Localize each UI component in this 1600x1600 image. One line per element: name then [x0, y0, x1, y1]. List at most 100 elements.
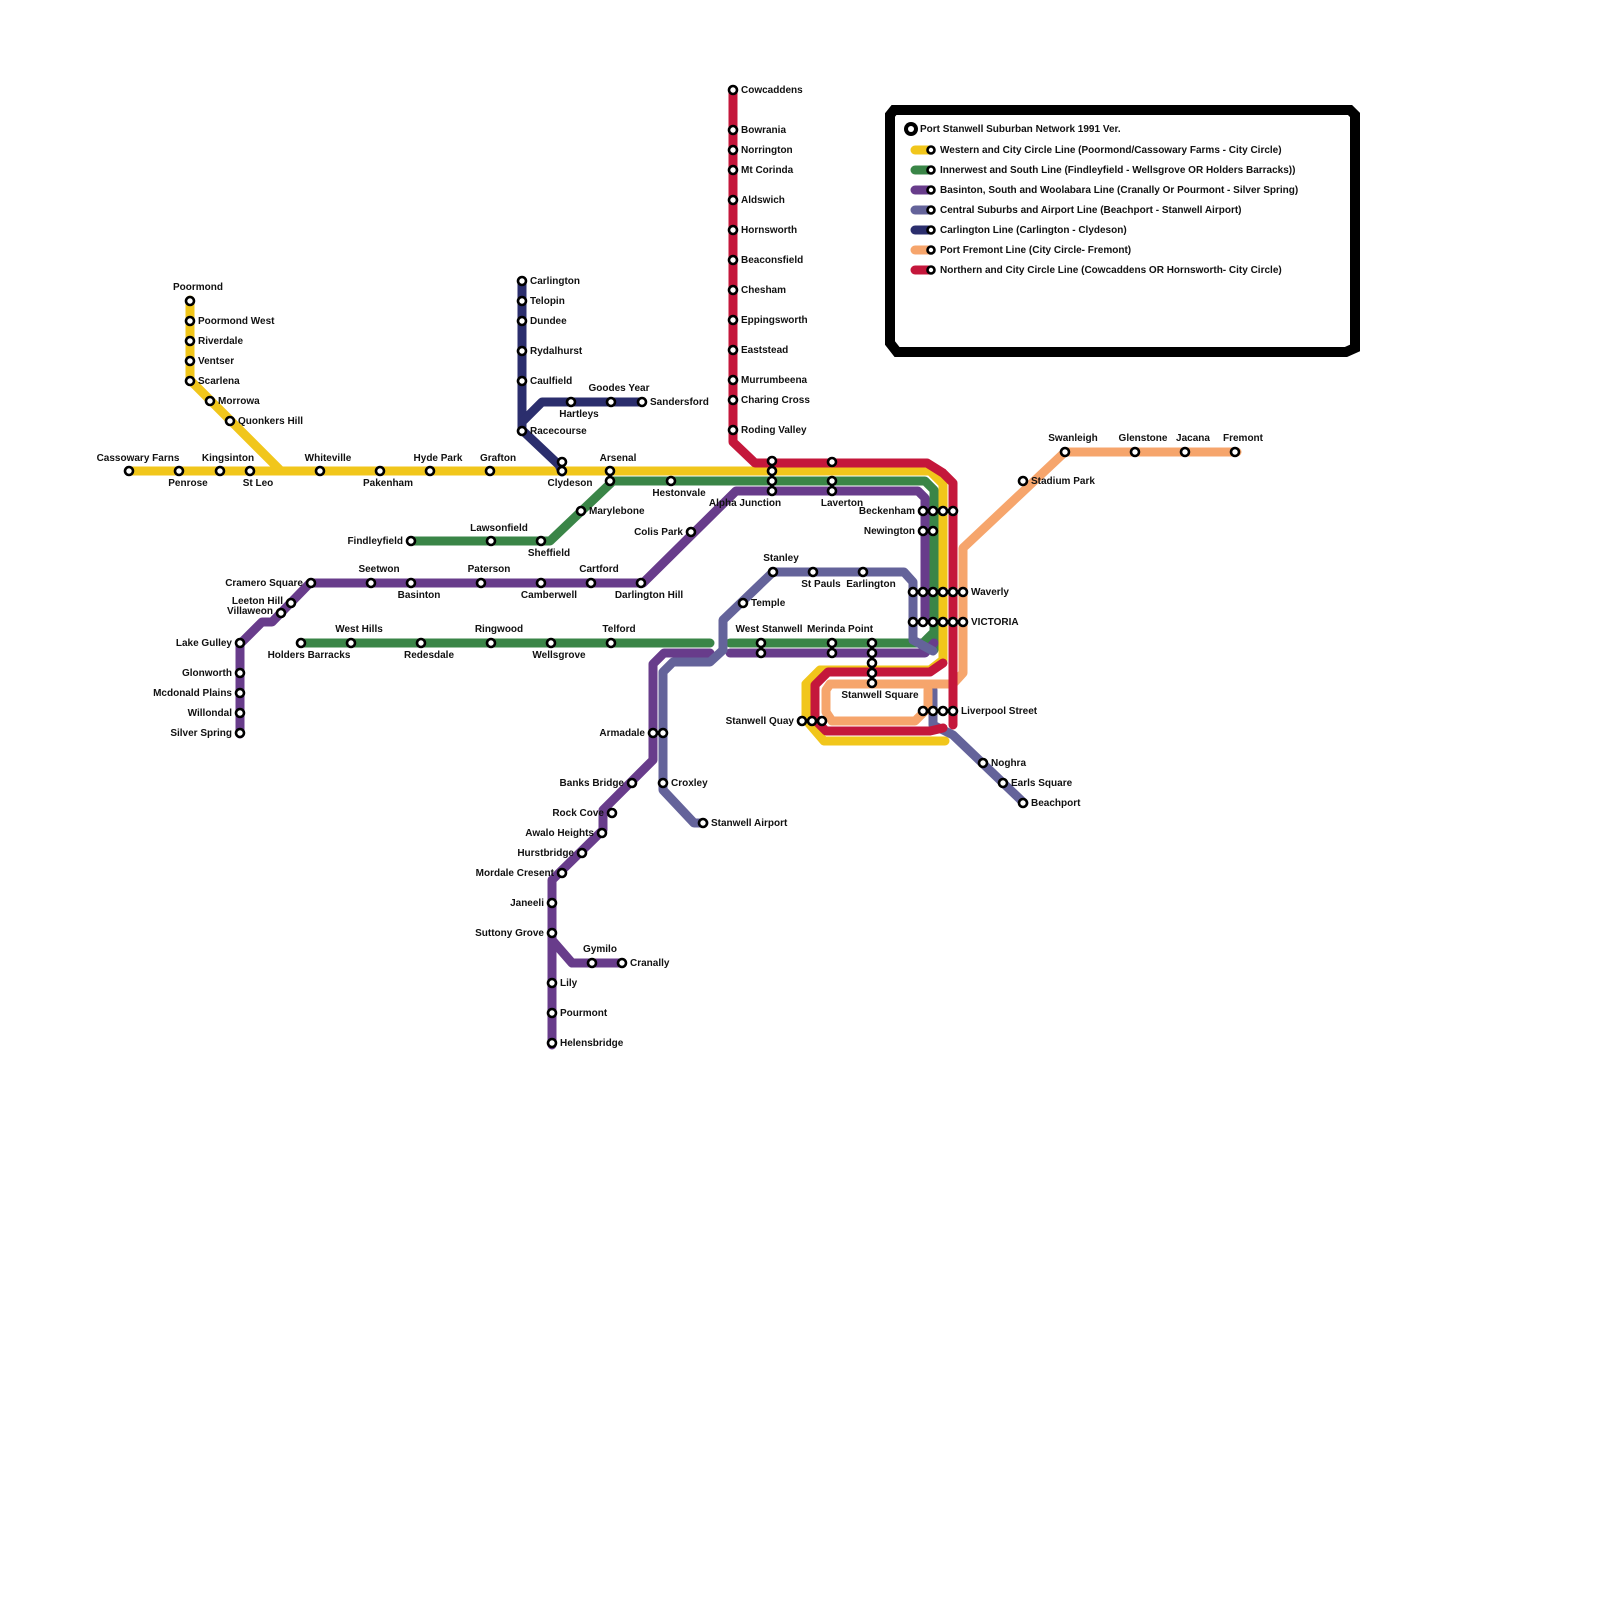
interchange-station[interactable] [949, 618, 957, 626]
station-cramero-square[interactable] [307, 579, 315, 587]
interchange-station[interactable] [808, 717, 816, 725]
station-willondal[interactable] [236, 709, 244, 717]
station-lake-gulley[interactable] [236, 639, 244, 647]
station-poormond[interactable] [186, 297, 194, 305]
station-stanley[interactable] [769, 568, 777, 576]
station-mordale-cresent[interactable] [558, 869, 566, 877]
interchange-station[interactable] [929, 527, 937, 535]
station-janeeli[interactable] [548, 899, 556, 907]
station-beaconsfield[interactable] [729, 256, 737, 264]
station-beachport[interactable] [1019, 799, 1027, 807]
station-leeton-hill[interactable] [287, 599, 295, 607]
station-rock-cove[interactable] [608, 809, 616, 817]
station-earls-square[interactable] [999, 779, 1007, 787]
station-chesham[interactable] [729, 286, 737, 294]
station-jacana[interactable] [1181, 448, 1189, 456]
station-mcdonald-plains[interactable] [236, 689, 244, 697]
interchange-station[interactable] [919, 618, 927, 626]
interchange-station[interactable] [606, 477, 614, 485]
station-hartleys[interactable] [567, 398, 575, 406]
station-eppingsworth[interactable] [729, 316, 737, 324]
interchange-station[interactable] [919, 707, 927, 715]
station-glenstone[interactable] [1131, 448, 1139, 456]
station-norrington[interactable] [729, 146, 737, 154]
station-helensbridge[interactable] [548, 1039, 556, 1047]
interchange-station[interactable] [768, 477, 776, 485]
station-hyde-park[interactable] [426, 467, 434, 475]
station-victoria[interactable] [959, 618, 967, 626]
station-quonkers-hill[interactable] [226, 417, 234, 425]
interchange-station[interactable] [868, 659, 876, 667]
station-telopin[interactable] [518, 297, 526, 305]
station-pourmont[interactable] [548, 1009, 556, 1017]
interchange-station[interactable] [939, 507, 947, 515]
station-cranally[interactable] [618, 959, 626, 967]
station-noghra[interactable] [979, 759, 987, 767]
station-camberwell[interactable] [537, 579, 545, 587]
station-armadale[interactable] [649, 729, 657, 737]
station-waverly[interactable] [959, 588, 967, 596]
station-basinton[interactable] [407, 579, 415, 587]
station-sheffield[interactable] [537, 537, 545, 545]
station-rydalhurst[interactable] [518, 347, 526, 355]
interchange-station[interactable] [828, 649, 836, 657]
station-bowrania[interactable] [729, 126, 737, 134]
interchange-station[interactable] [768, 457, 776, 465]
station-findleyfield[interactable] [407, 537, 415, 545]
station-paterson[interactable] [477, 579, 485, 587]
station-mt-corinda[interactable] [729, 166, 737, 174]
interchange-station[interactable] [768, 467, 776, 475]
station-telford[interactable] [607, 639, 615, 647]
interchange-station[interactable] [929, 588, 937, 596]
station-cartford[interactable] [587, 579, 595, 587]
station-hurstbridge[interactable] [578, 849, 586, 857]
interchange-station[interactable] [558, 458, 566, 466]
station-pakenham[interactable] [376, 467, 384, 475]
station-darlington-hill[interactable] [637, 579, 645, 587]
station-murrumbeena[interactable] [729, 376, 737, 384]
station-banks-bridge[interactable] [628, 779, 636, 787]
interchange-station[interactable] [909, 618, 917, 626]
station-stanwell-airport[interactable] [699, 819, 707, 827]
station-seetwon[interactable] [367, 579, 375, 587]
station-wellsgrove[interactable] [547, 639, 555, 647]
interchange-station[interactable] [659, 729, 667, 737]
station-dundee[interactable] [518, 317, 526, 325]
station-ventser[interactable] [186, 357, 194, 365]
station-st-pauls[interactable] [809, 568, 817, 576]
station-fremont[interactable] [1231, 448, 1239, 456]
station-clydeson[interactable] [558, 467, 566, 475]
station-kingsinton[interactable] [216, 467, 224, 475]
station-colis-park[interactable] [687, 528, 695, 536]
interchange-station[interactable] [828, 477, 836, 485]
interchange-station[interactable] [929, 618, 937, 626]
station-ringwood[interactable] [487, 639, 495, 647]
station-sandersford[interactable] [638, 398, 646, 406]
interchange-station[interactable] [949, 507, 957, 515]
station-poormond-west[interactable] [186, 317, 194, 325]
station-lily[interactable] [548, 979, 556, 987]
interchange-station[interactable] [868, 639, 876, 647]
interchange-station[interactable] [949, 588, 957, 596]
station-hestonvale[interactable] [667, 477, 675, 485]
station-temple[interactable] [739, 599, 747, 607]
station-villaweon[interactable] [277, 609, 285, 617]
station-laverton[interactable] [828, 487, 836, 495]
station-grafton[interactable] [486, 467, 494, 475]
station-riverdale[interactable] [186, 337, 194, 345]
station-swanleigh[interactable] [1061, 448, 1069, 456]
station-cowcaddens[interactable] [729, 86, 737, 94]
interchange-station[interactable] [868, 649, 876, 657]
station-redesdale[interactable] [417, 639, 425, 647]
interchange-station[interactable] [939, 588, 947, 596]
station-whiteville[interactable] [316, 467, 324, 475]
station-roding-valley[interactable] [729, 426, 737, 434]
station-st-leo[interactable] [246, 467, 254, 475]
station-arsenal[interactable] [606, 467, 614, 475]
interchange-station[interactable] [828, 458, 836, 466]
station-scarlena[interactable] [186, 377, 194, 385]
interchange-station[interactable] [868, 669, 876, 677]
station-liverpool-street[interactable] [949, 707, 957, 715]
station-west-stanwell[interactable] [757, 639, 765, 647]
interchange-station[interactable] [919, 588, 927, 596]
